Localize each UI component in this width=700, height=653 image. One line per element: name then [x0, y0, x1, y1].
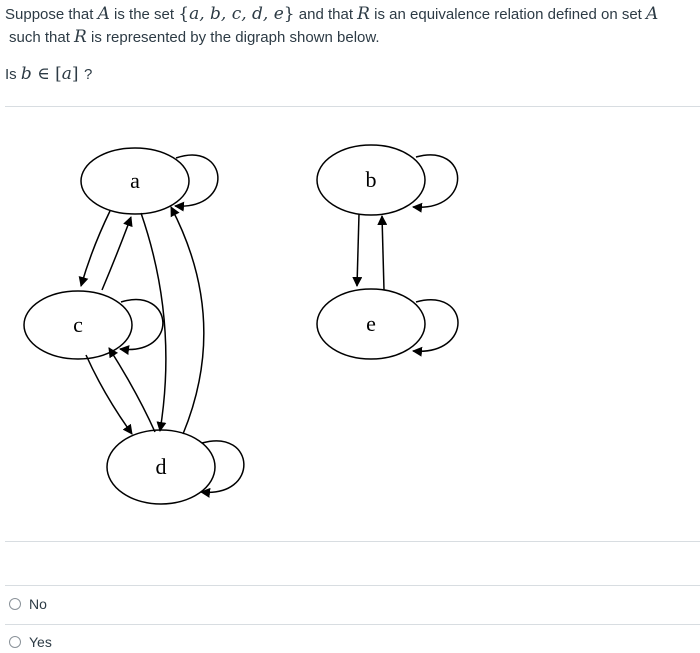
edge-c-to-d — [85, 354, 133, 435]
math-var-A: A — [646, 4, 659, 24]
question-fragment: and that — [294, 6, 358, 23]
edge-b-to-e — [352, 213, 363, 287]
node-b — [316, 144, 426, 216]
question-mark: ? — [83, 66, 93, 83]
edge-d-to-c — [108, 347, 156, 433]
edge-c-to-a — [101, 216, 133, 291]
node-b-label: b — [366, 167, 377, 192]
question-text: Suppose that A is the set {a, b, c, d, e… — [5, 3, 695, 49]
node-d — [106, 429, 216, 505]
loop-c — [119, 299, 164, 355]
answer-option-no[interactable]: No — [9, 596, 47, 612]
loop-d — [200, 440, 245, 498]
edge-e-to-b — [377, 215, 388, 291]
question-fragment: is represented by the digraph shown belo… — [86, 29, 380, 46]
math-var-R: R — [357, 4, 370, 24]
radio-button[interactable] — [9, 636, 21, 648]
question-fragment: Suppose that — [5, 6, 98, 23]
node-d-label: d — [156, 454, 167, 479]
question-line-2: such that R is represented by the digrap… — [5, 26, 695, 49]
math-var-A: A — [97, 4, 110, 24]
prompt-fragment: Is — [5, 66, 21, 83]
node-c — [23, 290, 133, 360]
math-var-R: R — [74, 27, 87, 47]
node-a-label: a — [130, 168, 140, 193]
question-line-1: Suppose that A is the set {a, b, c, d, e… — [5, 3, 695, 26]
answer-option-yes[interactable]: Yes — [9, 634, 52, 650]
node-e-label: e — [366, 311, 376, 336]
question-fragment: such that — [9, 29, 75, 46]
bracket-close: ] — [71, 64, 84, 84]
edge-d-to-a — [170, 206, 205, 435]
loop-b — [412, 154, 459, 213]
set-elements: a, b, c, d, e — [189, 4, 284, 24]
edge-a-to-d — [140, 212, 167, 432]
answer-label: No — [29, 596, 47, 612]
edge-a-to-c — [78, 210, 111, 287]
set-brace-open: { — [178, 4, 190, 24]
radio-button[interactable] — [9, 598, 21, 610]
divider-bottom — [5, 541, 700, 542]
math-var-a: a — [61, 64, 72, 84]
question-fragment: is an equivalence relation defined on se… — [369, 6, 647, 23]
node-c-label: c — [73, 312, 83, 337]
question-fragment: is the set — [109, 6, 179, 23]
set-brace-close: } — [283, 4, 295, 24]
question-prompt: Is b ∈ [a] ? — [5, 64, 92, 84]
loop-e — [412, 299, 459, 357]
math-var-b: b — [20, 64, 32, 84]
loop-a — [174, 154, 219, 212]
node-e — [316, 288, 426, 360]
element-of-symbol: ∈ [ — [31, 64, 62, 84]
node-a — [80, 147, 190, 215]
digraph: a b c d e — [23, 144, 459, 505]
divider-answer-2 — [5, 624, 700, 625]
divider-top — [5, 106, 700, 107]
answer-label: Yes — [29, 634, 52, 650]
divider-answer-1 — [5, 585, 700, 586]
